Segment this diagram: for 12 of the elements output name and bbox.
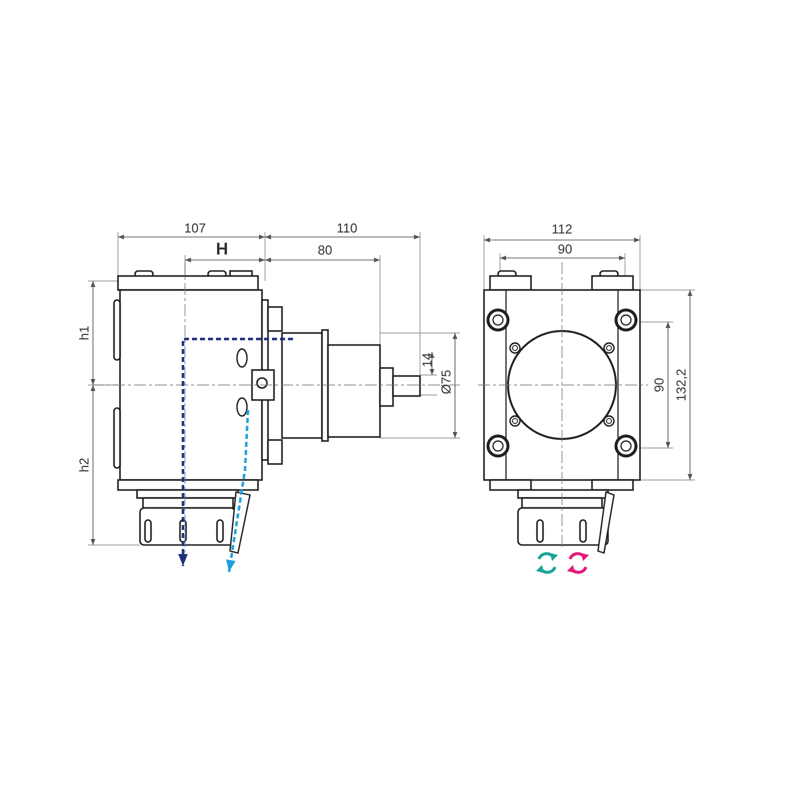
dimension-symbol: h2 xyxy=(78,458,90,472)
dimension-value: 80 xyxy=(318,244,332,256)
dimension-value: 107 xyxy=(184,222,206,234)
dimension-value: 90 xyxy=(558,242,572,256)
dimension-symbol: h1 xyxy=(78,326,90,340)
dimension-value: 112 xyxy=(552,222,572,236)
dimension-value: 14 xyxy=(420,352,434,368)
dimension-symbol: H xyxy=(216,240,228,258)
dimension-value: 132,2 xyxy=(674,368,688,402)
diameter-value: Ø75 xyxy=(440,370,452,394)
dimension-value: 90 xyxy=(652,378,666,392)
dimension-value: 110 xyxy=(336,222,358,234)
